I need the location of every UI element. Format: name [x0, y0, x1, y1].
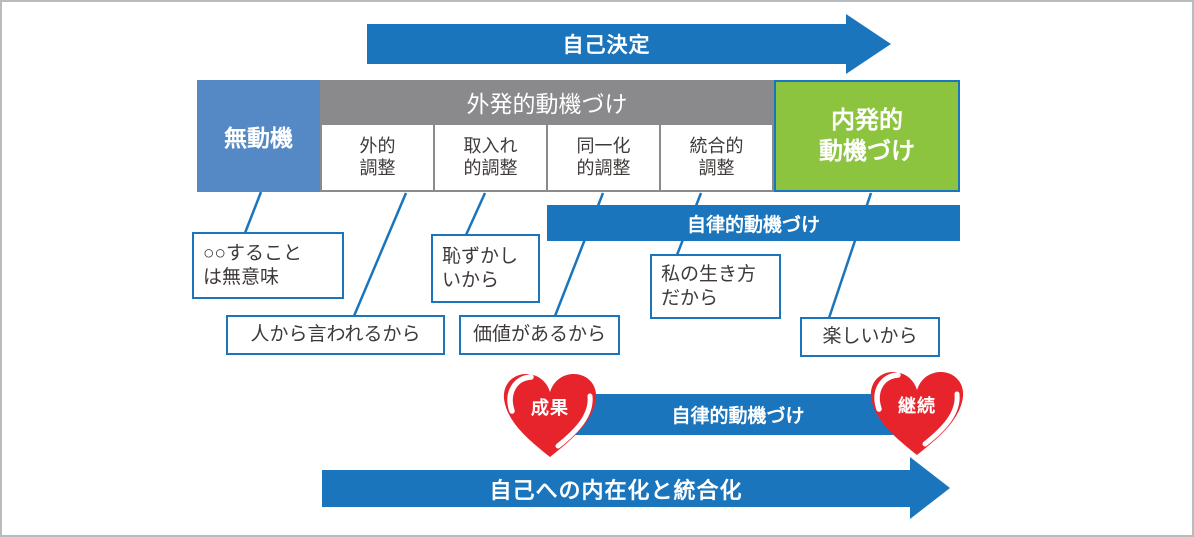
self-determination-arrow-shape: [367, 14, 891, 74]
stage-identified-regulation: 同一化 的調整: [546, 125, 659, 190]
stage-integrated-regulation: 統合的 調整: [659, 125, 772, 190]
stage-external-regulation: 外的 調整: [359, 135, 396, 178]
connector-line-introjected: [464, 192, 487, 236]
internalization-label: 自己への内在化と統合化: [489, 477, 743, 503]
autonomous-motivation-label: 自律的動機づけ: [686, 214, 820, 236]
continuation-label: 継続: [898, 395, 936, 416]
callout-amotivation: ○○すること は無意味: [192, 232, 344, 299]
continuation-heart: 継続: [865, 367, 969, 459]
stage-introjected-regulation: 取入れ 的調整: [433, 125, 546, 190]
autonomous-motivation-lower-label: 自律的動機づけ: [671, 406, 805, 427]
callout-external: 人から言われるから: [226, 315, 445, 355]
heart-icon: [503, 373, 597, 457]
extrinsic-motivation-header: 外発的動機づけ: [320, 80, 774, 123]
self-determination-arrow: 自己決定: [367, 14, 891, 74]
heart-icon: [870, 371, 964, 455]
callout-integrated: 私の生き方 だから: [650, 254, 781, 319]
callout-identified: 価値があるから: [459, 315, 620, 355]
extrinsic-motivation-label: 外発的動機づけ: [466, 90, 628, 117]
autonomous-motivation-bar: 自律的動機づけ: [547, 205, 960, 241]
outcome-label: 成果: [531, 397, 569, 418]
internalization-arrow-shape: [322, 457, 950, 519]
connector-line-external: [352, 192, 408, 317]
outcome-heart: 成果: [498, 369, 602, 461]
callout-introjected: 恥ずかし いから: [431, 234, 540, 303]
amotivation-box: 無動機: [197, 80, 320, 192]
intrinsic-motivation-box: 内発的 動機づけ: [774, 80, 960, 192]
internalization-arrow: 自己への内在化と統合化: [322, 457, 950, 519]
regulation-stage-row: 外的 調整 取入れ 的調整 同一化 的調整 統合的 調整: [320, 123, 774, 192]
self-determination-label: 自己決定: [562, 34, 651, 57]
amotivation-label: 無動機: [224, 125, 293, 151]
autonomous-motivation-bar-lower: 自律的動機づけ: [547, 394, 929, 435]
connector-line-amotivation: [243, 191, 263, 234]
callout-intrinsic: 楽しいから: [800, 317, 940, 357]
